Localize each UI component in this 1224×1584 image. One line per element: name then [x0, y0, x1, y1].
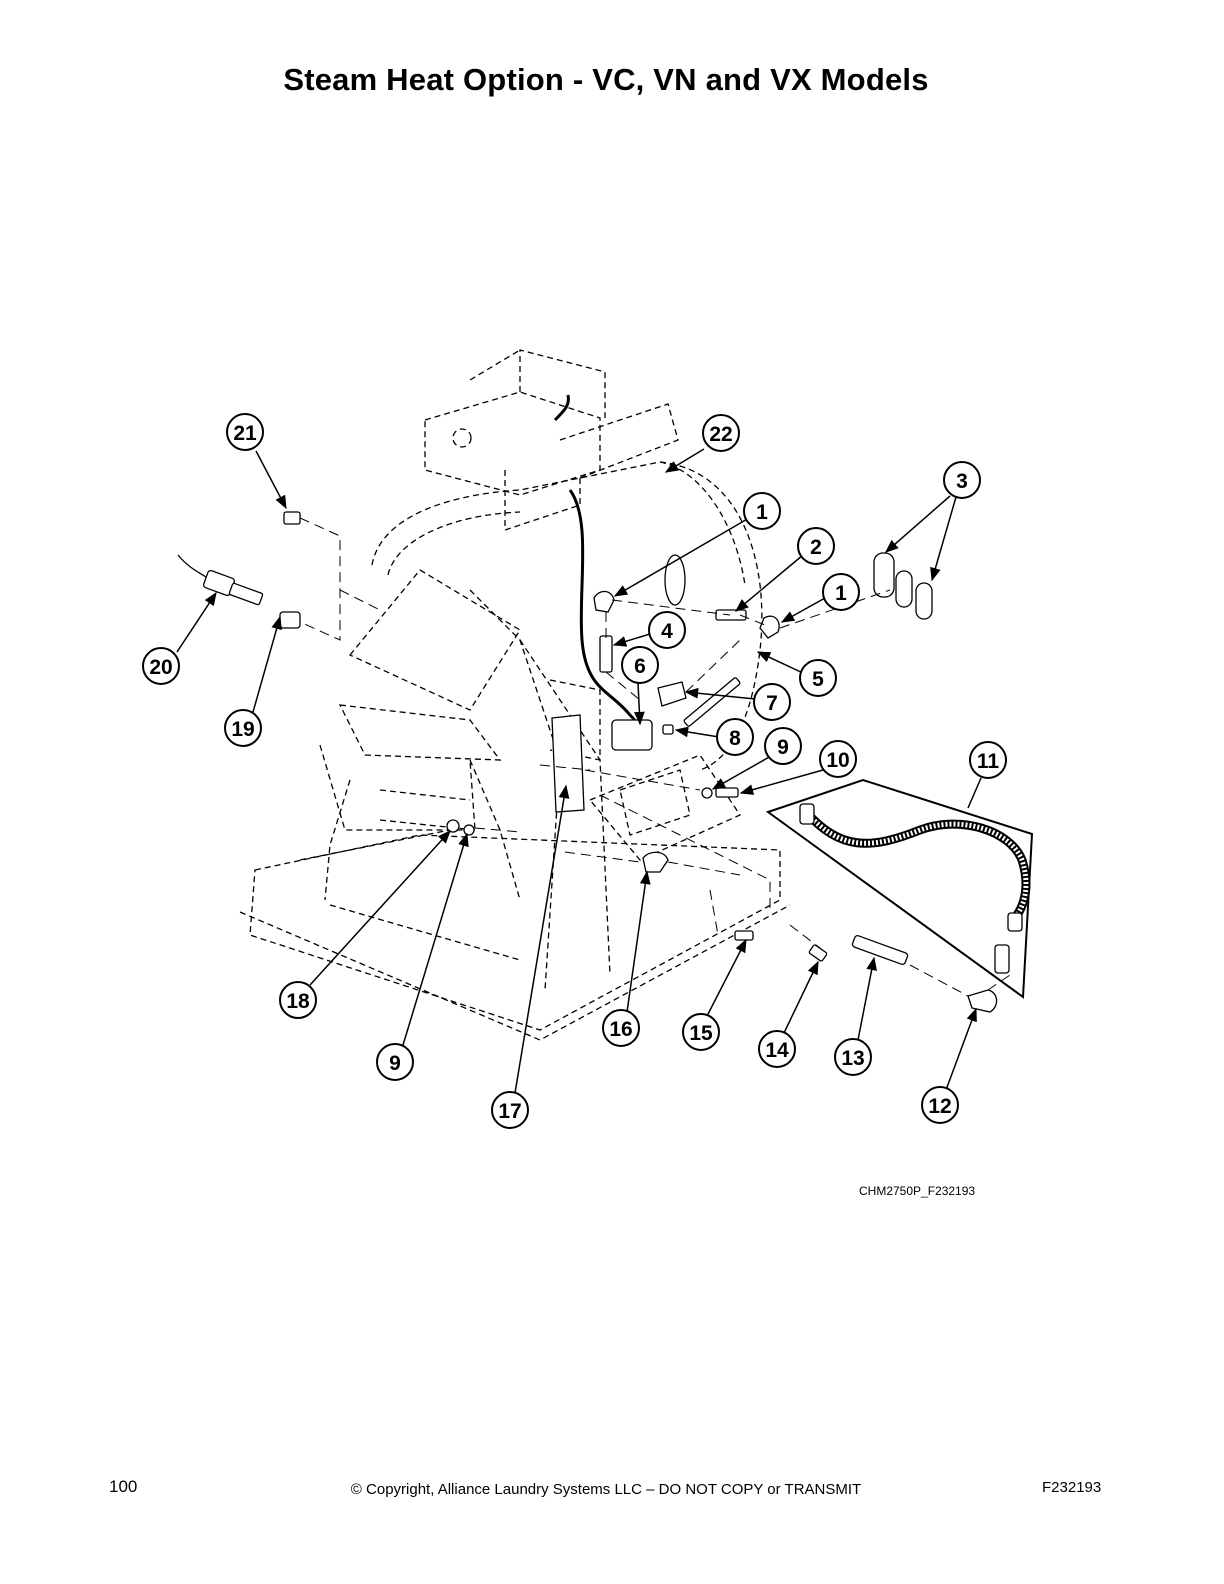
assembly-lines [299, 517, 1011, 997]
callout-21: 21 [226, 413, 264, 451]
callout-19: 19 [224, 709, 262, 747]
callout-9-left: 9 [376, 1043, 414, 1081]
callout-17: 17 [491, 1091, 529, 1129]
document-code: F232193 [1042, 1479, 1102, 1496]
svg-text:19: 19 [231, 718, 254, 741]
callout-20: 20 [142, 647, 180, 685]
svg-text:20: 20 [149, 656, 172, 679]
svg-text:3: 3 [956, 470, 968, 493]
svg-text:1: 1 [835, 582, 847, 605]
callout-18: 18 [279, 981, 317, 1019]
svg-text:17: 17 [498, 1100, 521, 1123]
callout-1-top: 1 [743, 492, 781, 530]
svg-text:10: 10 [826, 749, 849, 772]
hose-kit [765, 778, 1034, 999]
svg-text:1: 1 [756, 501, 768, 524]
page-title: Steam Heat Option - VC, VN and VX Models [283, 62, 929, 97]
callout-14: 14 [758, 1030, 796, 1068]
svg-text:8: 8 [729, 727, 741, 750]
svg-text:16: 16 [609, 1018, 632, 1041]
callout-13: 13 [834, 1038, 872, 1076]
machine-frame [239, 349, 791, 1041]
callout-3: 3 [943, 461, 981, 499]
callout-1-right: 1 [822, 573, 860, 611]
copyright-notice: © Copyright, Alliance Laundry Systems LL… [350, 1481, 862, 1498]
svg-text:7: 7 [766, 692, 778, 715]
parts [177, 511, 998, 1013]
callout-6: 6 [621, 646, 659, 684]
svg-text:15: 15 [689, 1022, 713, 1045]
callout-7: 7 [753, 683, 791, 721]
svg-text:21: 21 [233, 422, 257, 445]
callout-4: 4 [648, 611, 686, 649]
callout-22: 22 [702, 414, 740, 452]
svg-text:11: 11 [977, 750, 1000, 773]
figure-id: CHM2750P_F232193 [859, 1184, 976, 1198]
svg-text:12: 12 [928, 1095, 951, 1118]
leader-lines [176, 448, 982, 1094]
callouts: 21 22 3 1 2 1 4 20 6 5 7 19 8 9 10 11 18… [142, 413, 1007, 1129]
svg-text:18: 18 [286, 990, 310, 1013]
svg-text:4: 4 [661, 620, 673, 643]
drum-details [553, 394, 686, 606]
page-number: 100 [109, 1477, 138, 1496]
svg-text:5: 5 [812, 668, 824, 691]
callout-16: 16 [602, 1009, 640, 1047]
svg-text:14: 14 [765, 1039, 789, 1062]
callout-15: 15 [682, 1013, 720, 1051]
svg-text:9: 9 [777, 736, 789, 759]
svg-text:22: 22 [709, 423, 732, 446]
callout-9-right: 9 [764, 727, 802, 765]
svg-text:2: 2 [810, 536, 822, 559]
svg-text:13: 13 [841, 1047, 864, 1070]
callout-8: 8 [716, 718, 754, 756]
callout-2: 2 [797, 527, 835, 565]
callout-11: 11 [969, 741, 1007, 779]
svg-text:9: 9 [389, 1052, 401, 1075]
svg-text:6: 6 [634, 655, 646, 678]
callout-10: 10 [819, 740, 857, 778]
callout-12: 12 [921, 1086, 959, 1124]
callout-5: 5 [799, 659, 837, 697]
steam-hose-line [568, 489, 642, 736]
